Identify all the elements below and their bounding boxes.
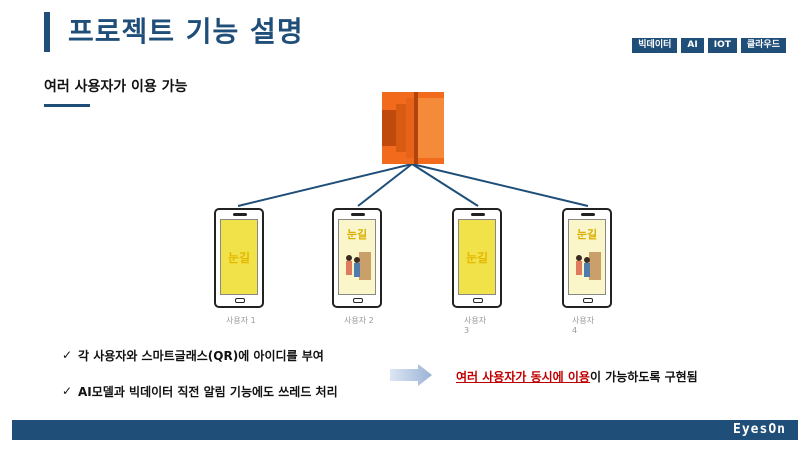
- bullet-item: ✓ AI모델과 빅데이터 직전 알림 기능에도 쓰레드 처리: [62, 382, 338, 400]
- result-highlight: 여러 사용자가 동시에 이용: [456, 370, 590, 384]
- architecture-diagram: [237, 92, 589, 207]
- aws-server-icon: [382, 92, 444, 164]
- connection-line-4: [411, 163, 589, 207]
- speaker-icon: [471, 213, 485, 216]
- brand-logo: EyesOn: [733, 422, 786, 437]
- check-icon: ✓: [62, 348, 73, 362]
- right-arrow-icon: [390, 364, 432, 386]
- connection-line-1: [237, 163, 413, 207]
- connection-line-2: [357, 163, 413, 207]
- app-logo-text: 눈길: [346, 228, 368, 241]
- app-screen: 눈길: [568, 219, 606, 295]
- bullet-item: ✓ 각 사용자와 스마트글래스(QR)에 아이디를 부여: [62, 346, 338, 364]
- app-screen: 눈길: [220, 219, 258, 295]
- phone-user-1: 눈길: [214, 208, 264, 308]
- app-logo-text: 눈길: [576, 228, 598, 241]
- bullet-text: 각 사용자와 스마트글래스(QR)에 아이디를 부여: [78, 348, 324, 363]
- user-label-2: 사용자 2: [344, 316, 374, 325]
- result-rest: 이 가능하도록 구현됨: [589, 370, 698, 384]
- tag-bigdata: 빅데이터: [632, 38, 678, 53]
- speaker-icon: [581, 213, 595, 216]
- connection-lines: [237, 163, 589, 207]
- app-logo-text: 눈길: [465, 250, 489, 265]
- page-title: 프로젝트 기능 설명: [68, 15, 304, 48]
- result-statement: 여러 사용자가 동시에 이용이 가능하도록 구현됨: [456, 368, 698, 385]
- phone-user-2: 눈길: [332, 208, 382, 308]
- speaker-icon: [233, 213, 247, 216]
- home-button-icon: [353, 298, 363, 303]
- section-subtitle: 여러 사용자가 이용 가능: [44, 79, 188, 95]
- tag-iot: IOT: [707, 38, 737, 53]
- home-button-icon: [473, 298, 483, 303]
- speaker-icon: [351, 213, 365, 216]
- user-label-3: 사용자 3: [464, 316, 487, 335]
- phone-user-4: 눈길: [562, 208, 612, 308]
- check-icon: ✓: [62, 384, 73, 398]
- footer-bar: EyesOn: [12, 420, 798, 440]
- tag-ai: AI: [681, 38, 704, 53]
- tag-list: 빅데이터 AI IOT 클라우드: [632, 38, 786, 53]
- app-logo-text: 눈길: [227, 250, 251, 265]
- connection-line-3: [411, 163, 479, 207]
- bullet-text: AI모델과 빅데이터 직전 알림 기능에도 쓰레드 처리: [78, 384, 338, 399]
- home-button-icon: [583, 298, 593, 303]
- phone-user-3: 눈길: [452, 208, 502, 308]
- tag-cloud: 클라우드: [740, 38, 786, 53]
- people-illustration-icon: [346, 252, 371, 280]
- subtitle-underline: [44, 104, 90, 107]
- app-screen: 눈길: [458, 219, 496, 295]
- app-screen: 눈길: [338, 219, 376, 295]
- user-label-4: 사용자 4: [572, 316, 595, 335]
- title-accent-bar: [44, 12, 50, 52]
- feature-bullet-list: ✓ 각 사용자와 스마트글래스(QR)에 아이디를 부여 ✓ AI모델과 빅데이…: [62, 346, 338, 418]
- user-label-1: 사용자 1: [226, 316, 256, 325]
- home-button-icon: [235, 298, 245, 303]
- people-illustration-icon: [576, 252, 601, 280]
